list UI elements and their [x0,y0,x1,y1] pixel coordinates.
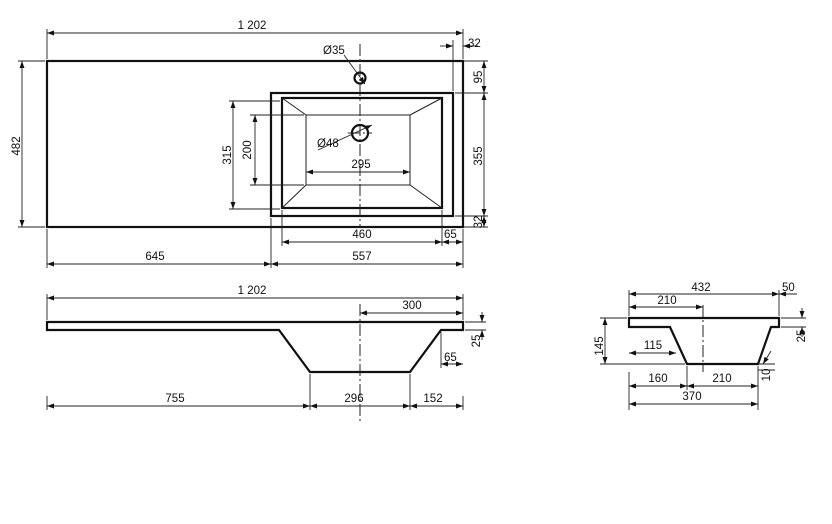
bowl-slope-line [409,184,443,209]
dim-bowl-bottom-depth: 200 [242,140,254,159]
front-view: 1 202 300 25 65 755 296 152 [45,285,486,424]
top-view: 1 202 32 482 315 200 Ø35 Ø48 295 [11,20,488,268]
dim-overall-depth: 482 [11,136,23,155]
dim-front-side-margin: 65 [444,352,457,364]
dim-side-overall-depth: 432 [691,282,710,294]
dim-side-bottom-width: 210 [712,373,731,385]
dimension-line [762,350,772,365]
bowl-bottom-outline [305,114,411,186]
label-tap-hole-diameter: Ø35 [323,45,345,57]
dim-side-bottom-front: 160 [648,373,667,385]
dim-bowl-opening-depth: 315 [222,145,234,164]
bowl-outer-outline [269,91,455,218]
dim-side-slab-thickness: 25 [796,330,808,343]
dim-slab-thickness: 25 [471,335,483,348]
leader-line [343,54,366,85]
bowl-slope-line [409,97,443,116]
dim-side-margin: 65 [444,229,457,241]
dim-bowl-bottom-width: 295 [351,159,370,171]
label-drain-diameter: Ø48 [317,138,339,150]
countertop-outline [45,59,465,229]
dim-side-total-height: 145 [594,336,606,355]
bowl-slope-line [281,184,307,209]
dim-front-margin: 32 [473,216,485,229]
front-profile [45,320,465,374]
dim-side-back-margin: 50 [782,282,795,294]
dim-side-bottom-thickness: 10 [761,369,773,382]
dim-front-right-length: 152 [423,393,442,405]
bowl-inner-outline [280,96,444,210]
leader-line [317,124,373,151]
bowl-slope-line [281,97,307,116]
side-view: 432 50 210 25 145 115 10 160 210 [594,282,808,410]
dim-bowl-outer-width: 460 [352,229,371,241]
dim-side-drain-from-front: 210 [657,295,676,307]
dim-tap-hole-offset: 95 [473,71,485,84]
dim-bowl-outer-depth: 355 [473,146,485,165]
dim-front-bowl-bottom: 296 [344,393,363,405]
dim-left-length: 645 [145,251,164,263]
dim-right-length: 557 [352,251,371,263]
dim-top-length: 1 202 [238,20,267,32]
dim-side-inner-depth: 115 [644,340,662,352]
dim-drain-to-end: 300 [402,300,421,312]
dim-front-left-length: 755 [165,393,184,405]
dim-side-bottom-total: 370 [682,391,701,403]
dim-front-length: 1 202 [238,285,267,297]
dim-back-margin: 32 [468,38,481,50]
